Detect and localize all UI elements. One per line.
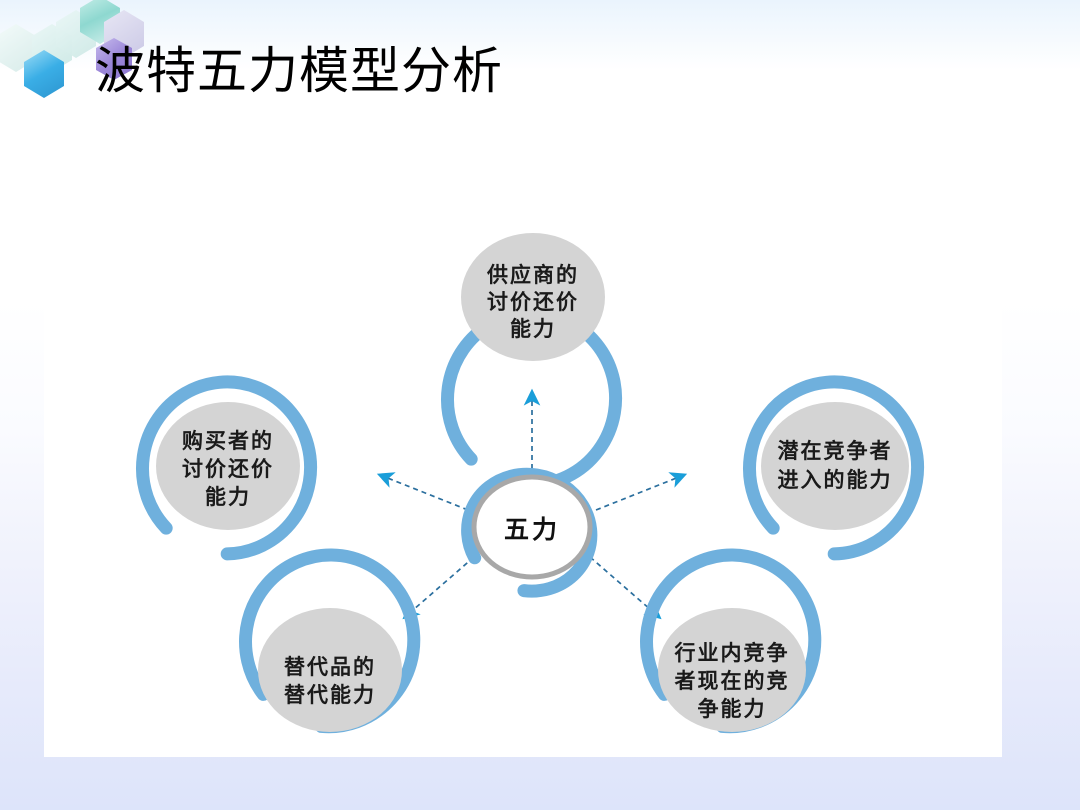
node-substitutes-body — [258, 608, 402, 732]
node-substitutes[interactable]: 替代品的 替代能力 — [228, 537, 432, 744]
node-buyers-label-line-2: 讨价还价 — [182, 457, 274, 481]
five-forces-diagram: 供应商的 讨价还价 能力 潜在竞争者 进入的能力 行业内竞争 者现在的竞 争能力 — [44, 142, 1002, 757]
node-entrants-label-line-1: 潜在竞争者 — [778, 439, 893, 463]
arrow-center-to-buyers — [376, 472, 469, 511]
node-substitutes-label-line-1: 替代品的 — [284, 655, 376, 679]
node-rivalry-label-line-3: 争能力 — [698, 697, 767, 721]
node-entrants-arc — [743, 375, 925, 561]
page-title: 波特五力模型分析 — [95, 42, 503, 100]
node-buyers-label-line-3: 能力 — [205, 485, 251, 509]
node-rivalry-label-line-1: 行业内竞争 — [674, 641, 790, 665]
hex-pale-left-icon — [0, 24, 36, 72]
center-node-label: 五力 — [504, 515, 560, 544]
page-title-block: 波特五力模型分析 — [95, 38, 503, 104]
node-suppliers-label-line-1: 供应商的 — [486, 263, 579, 287]
hex-blue-lower-icon — [24, 50, 64, 98]
node-suppliers[interactable]: 供应商的 讨价还价 能力 — [437, 233, 627, 495]
node-buyers-label-line-1: 购买者的 — [182, 429, 274, 453]
node-rivalry[interactable]: 行业内竞争 者现在的竞 争能力 — [629, 537, 833, 744]
node-buyers-body — [156, 402, 300, 530]
five-forces-svg: 供应商的 讨价还价 能力 潜在竞争者 进入的能力 行业内竞争 者现在的竞 争能力 — [132, 233, 929, 744]
node-suppliers-label-line-2: 讨价还价 — [487, 290, 579, 314]
node-substitutes-label-line-2: 替代能力 — [284, 683, 376, 707]
node-rivalry-body — [658, 608, 806, 732]
center-node[interactable]: 五力 — [453, 458, 606, 605]
arrow-center-to-entrants — [595, 472, 688, 511]
node-suppliers-label-line-3: 能力 — [510, 317, 556, 341]
arrow-center-to-substitutes — [402, 556, 475, 620]
node-rivalry-label-line-2: 者现在的竞 — [675, 669, 790, 693]
center-node-ring — [471, 474, 593, 580]
hex-pale-mid2-icon — [56, 10, 96, 58]
node-entrants-label-line-2: 进入的能力 — [778, 468, 893, 492]
node-suppliers-body — [461, 233, 605, 361]
node-entrants[interactable]: 潜在竞争者 进入的能力 — [739, 371, 929, 564]
node-buyers[interactable]: 购买者的 讨价还价 能力 — [132, 371, 322, 564]
node-buyers-arc — [136, 375, 318, 561]
hex-pale-mid-icon — [32, 24, 72, 72]
node-entrants-body — [761, 402, 909, 530]
